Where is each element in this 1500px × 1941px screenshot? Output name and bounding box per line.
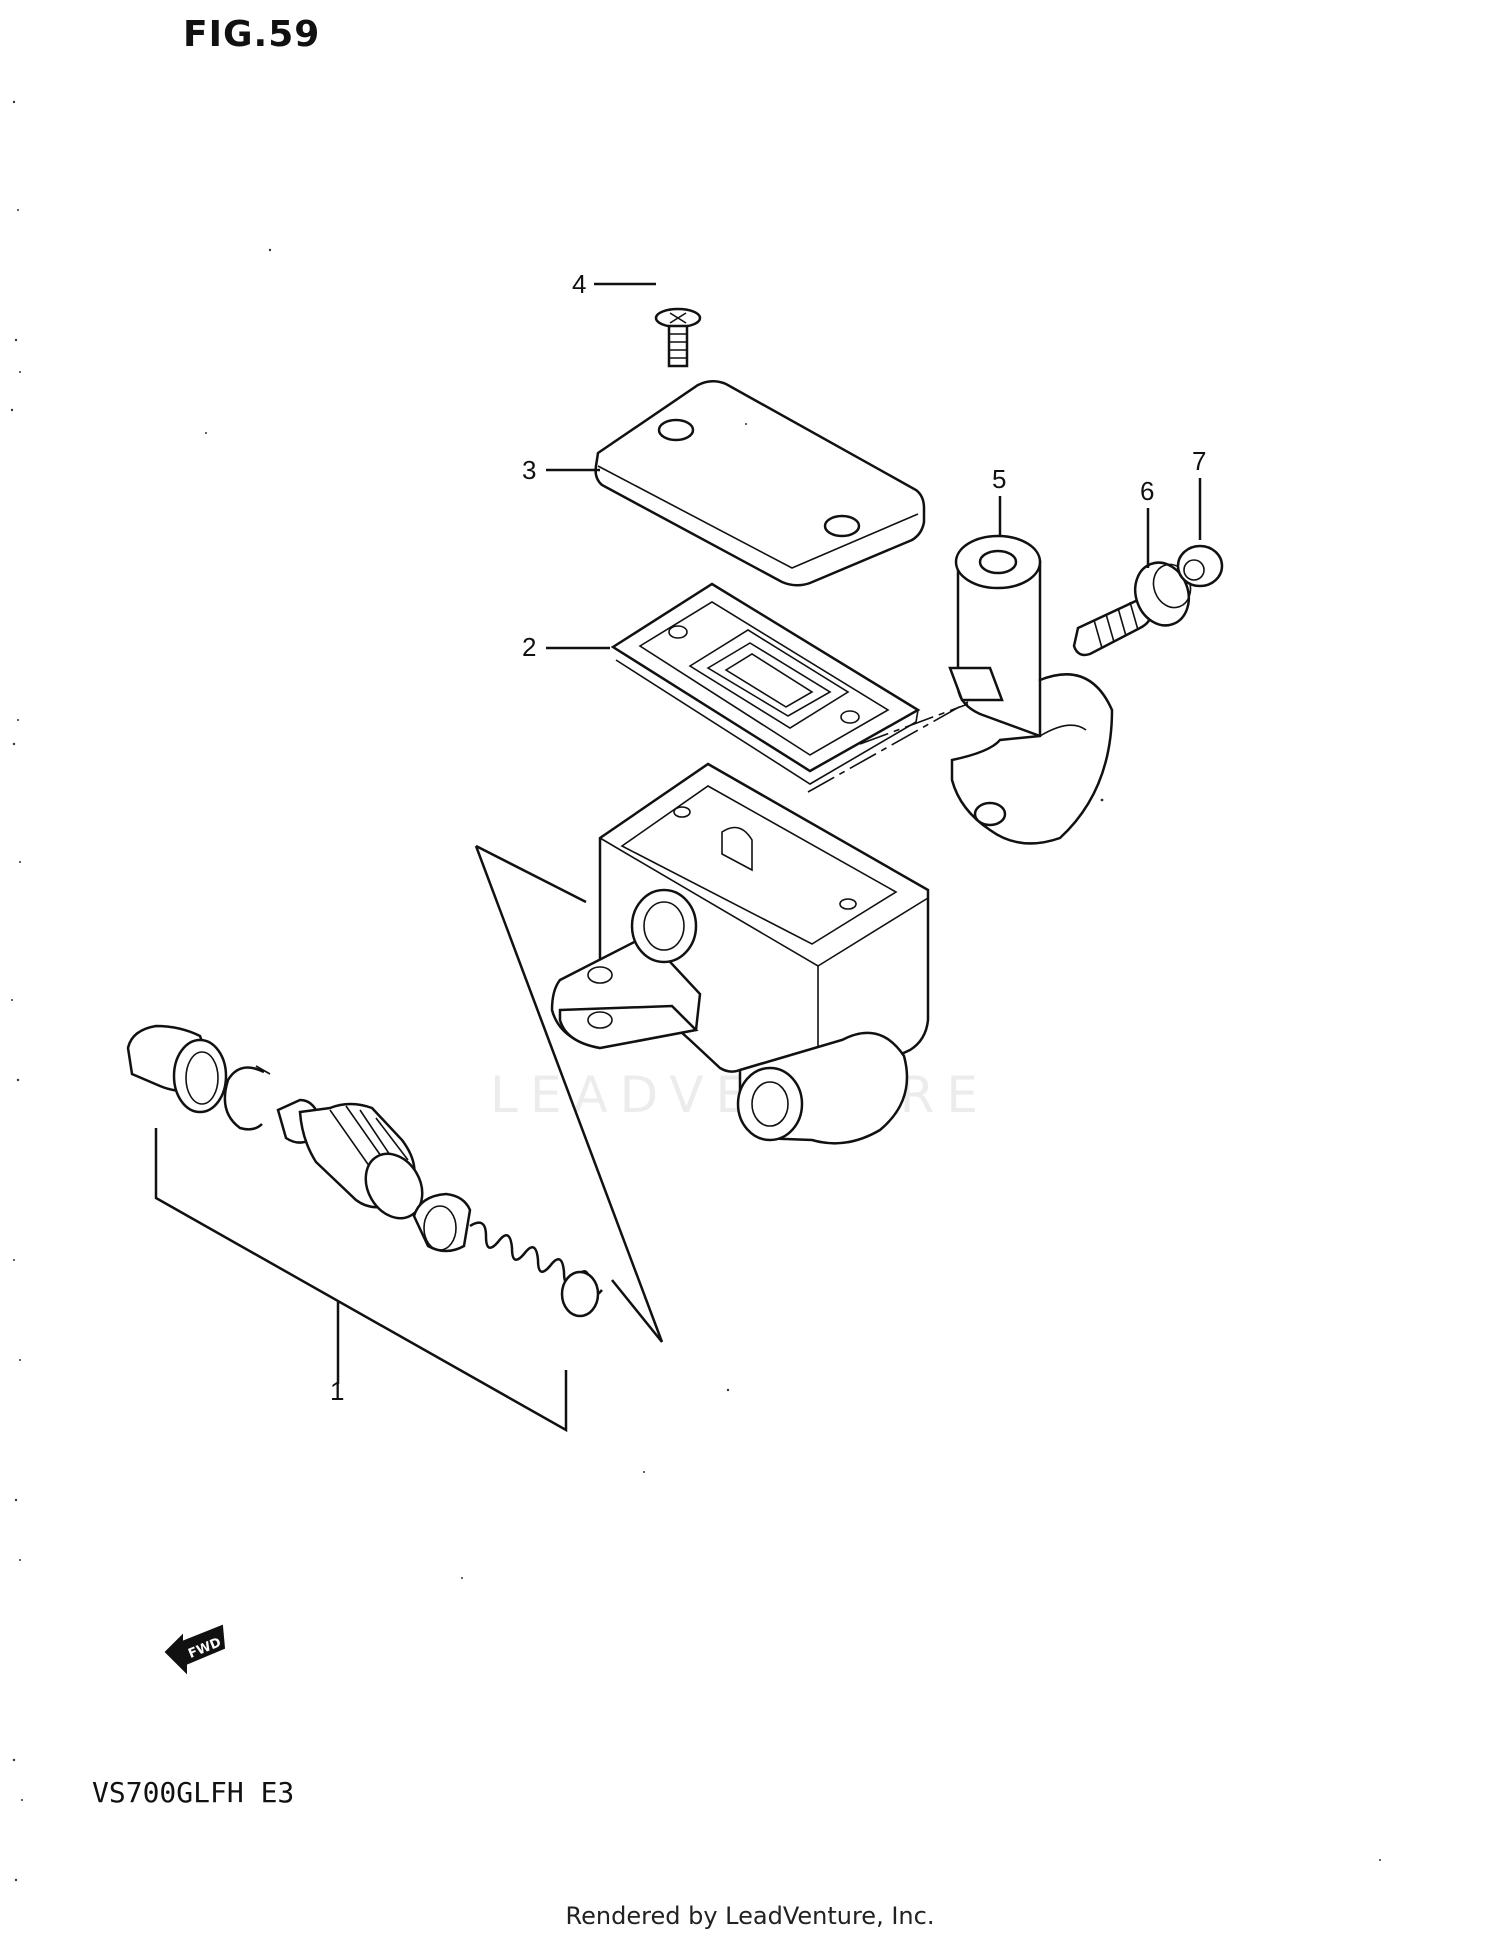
scan-speckles	[10, 100, 1381, 1882]
assembly-bracket	[154, 1128, 568, 1433]
callout-7: 7	[1192, 446, 1206, 476]
assembly-guide-triangle	[474, 844, 664, 1343]
callout-4: 4	[572, 269, 586, 299]
part-spring-cup	[412, 1192, 472, 1253]
callout-2: 2	[522, 632, 536, 662]
footer-credit: Rendered by LeadVenture, Inc.	[565, 1902, 935, 1930]
callout-1: 1	[330, 1376, 344, 1406]
leader-lines	[546, 282, 1202, 650]
part-washer	[1176, 544, 1224, 588]
model-code: VS700GLFH E3	[92, 1776, 295, 1809]
part-reservoir-cap	[594, 380, 926, 587]
part-piston	[276, 1098, 424, 1220]
part-diaphragm	[610, 582, 921, 785]
part-screw	[654, 307, 702, 368]
part-master-cylinder-body	[550, 762, 930, 1145]
part-dust-boot	[126, 1024, 228, 1114]
callout-5: 5	[992, 464, 1006, 494]
part-spring	[469, 1221, 603, 1318]
figure-title: FIG.59	[183, 14, 321, 55]
part-circlip	[223, 1065, 271, 1131]
alignment-lines	[807, 701, 969, 793]
callout-6: 6	[1140, 476, 1154, 506]
callout-3: 3	[522, 455, 536, 485]
part-holder-clamp	[948, 534, 1114, 845]
part-clamp-bolt	[1072, 561, 1192, 657]
fwd-arrow-icon: FWD	[164, 1624, 226, 1675]
